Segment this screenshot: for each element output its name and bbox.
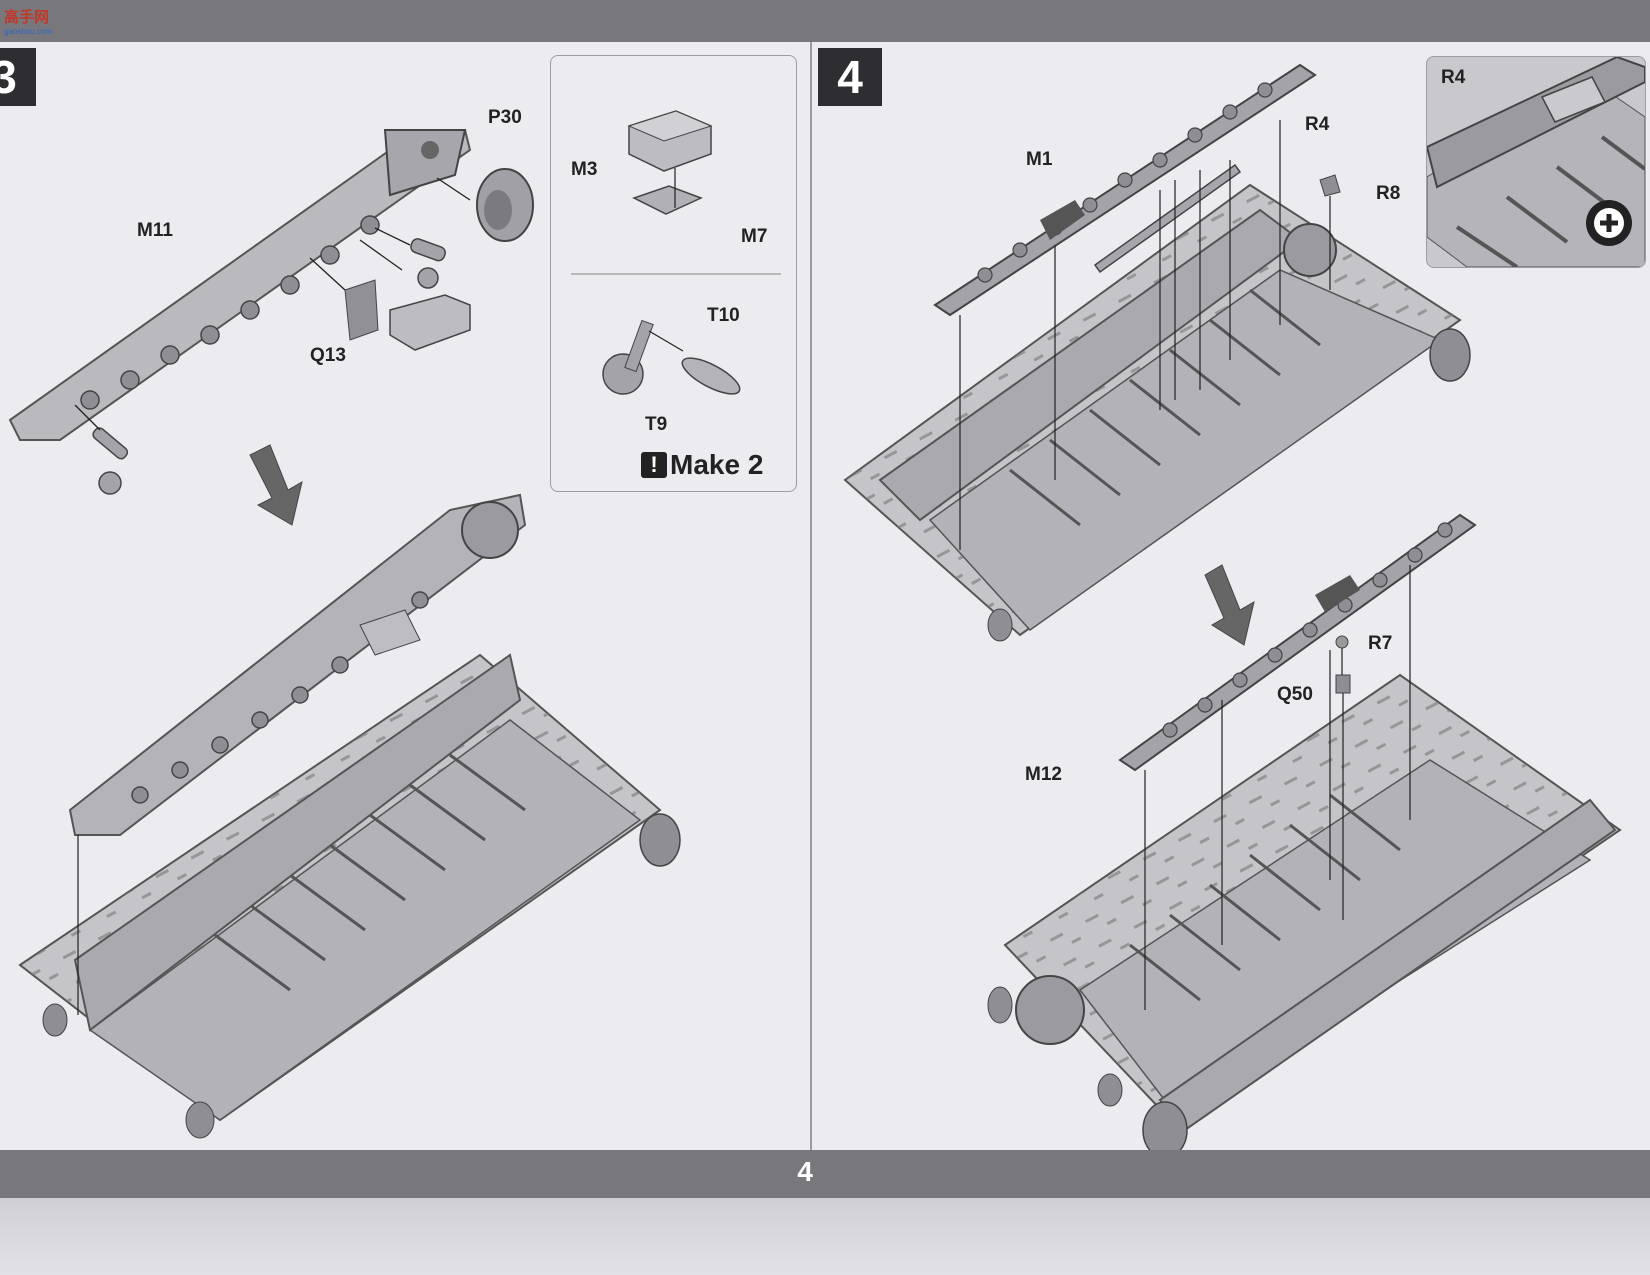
callout-illustration (571, 110, 781, 395)
step3-arrows (74, 177, 471, 431)
bottom-band (0, 1150, 1650, 1198)
step3-flow-arrow (249, 444, 303, 526)
step-3-number: 3 (0, 48, 36, 106)
sprocket-p30 (476, 168, 534, 242)
make-count-note: !Make 2 (641, 449, 763, 481)
label-m3: M3 (571, 159, 598, 180)
detail-label-r4: R4 (1441, 67, 1466, 88)
magnifier-plus-icon (1586, 200, 1632, 246)
step3-hull (18, 653, 681, 1139)
parts-r7-q50 (1335, 635, 1351, 694)
make-count-text: Make 2 (670, 449, 764, 480)
step4-flow-arrow (1204, 564, 1255, 646)
label-t9: T9 (645, 414, 668, 435)
label-m7: M7 (741, 226, 768, 247)
label-m12: M12 (1025, 764, 1062, 785)
track-m12 (1118, 513, 1477, 772)
scan-margin (0, 1198, 1650, 1275)
label-q50: Q50 (1277, 684, 1313, 705)
label-p30: P30 (488, 107, 522, 128)
top-band (0, 0, 1650, 42)
label-m1: M1 (1026, 149, 1053, 170)
track-m1 (933, 63, 1317, 317)
box-q13 (344, 279, 471, 351)
label-r7: R7 (1368, 633, 1393, 654)
page-number: 4 (797, 1156, 813, 1187)
arm-parts (92, 238, 446, 495)
step-4-number: 4 (818, 48, 882, 106)
page-divider (810, 42, 812, 1150)
step4-arrows (959, 120, 1331, 550)
step4-lower-arrows (1144, 565, 1411, 1010)
step3-rail-lower (68, 493, 527, 1015)
step3-side-rail (8, 128, 472, 441)
label-r4: R4 (1305, 114, 1330, 135)
label-r8: R8 (1376, 183, 1401, 204)
bar-r4 (1093, 163, 1242, 274)
subassembly-callout: M3 M7 T10 T9 !Make 2 (550, 55, 797, 492)
magnifier-glyph (1594, 208, 1624, 238)
step4-hull-bottom (987, 673, 1622, 1159)
label-t10: T10 (707, 305, 740, 326)
label-q13: Q13 (310, 345, 346, 366)
exclamation-icon: ! (641, 452, 667, 478)
label-m11: M11 (137, 220, 173, 241)
step4-hull-top (843, 183, 1471, 642)
part-r8 (1319, 174, 1341, 197)
